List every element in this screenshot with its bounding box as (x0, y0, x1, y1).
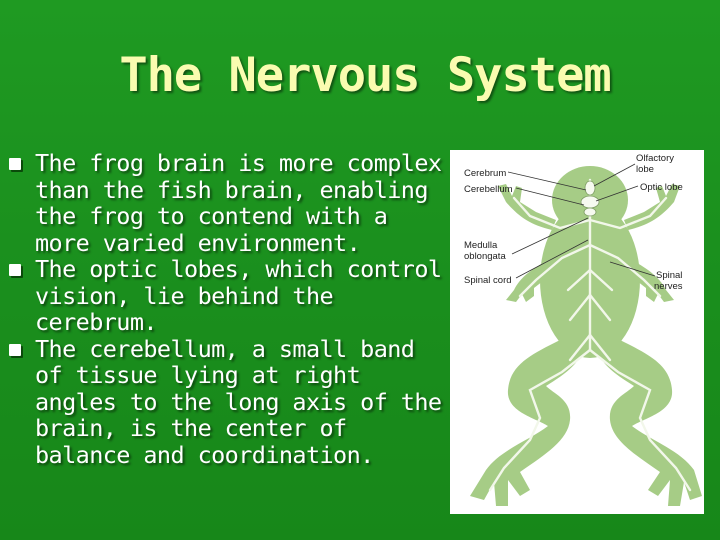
checkbox-bullet-icon (9, 264, 21, 276)
label-spinal-nerves-line2: nerves (654, 281, 683, 292)
bullet-list: The frog brain is more complex than the … (8, 150, 443, 468)
frog-brain (580, 180, 600, 217)
checkbox-bullet-icon (9, 158, 21, 170)
bullet-text: The cerebellum, a small band of tissue l… (35, 334, 442, 469)
frog-body (470, 166, 702, 506)
label-optic-lobe: Optic lobe (640, 182, 683, 193)
label-olfactory-line2: lobe (636, 164, 654, 175)
bullet-text: The optic lobes, which control vision, l… (35, 255, 442, 336)
label-olfactory-line1: Olfactory (636, 153, 674, 164)
bullet-item: The cerebellum, a small band of tissue l… (8, 334, 443, 469)
checkbox-bullet-icon (9, 343, 21, 356)
slide-title: The Nervous System (119, 48, 611, 103)
bullet-text: The frog brain is more complex than the … (35, 149, 442, 257)
label-leader-lines (507, 163, 656, 279)
label-spinal-nerves-line1: Spinal (656, 270, 682, 281)
bullet-item: The optic lobes, which control vision, l… (8, 256, 443, 336)
nerve-network (488, 178, 692, 492)
label-medulla-line1: Medulla (464, 240, 498, 251)
frog-nervous-system-diagram: Cerebrum Cerebellum Medulla oblongata Sp… (450, 150, 704, 514)
label-spinal-cord: Spinal cord (464, 275, 512, 286)
label-cerebellum: Cerebellum (464, 184, 513, 195)
bullet-item: The frog brain is more complex than the … (8, 150, 443, 256)
label-medulla-line2: oblongata (464, 251, 506, 262)
frog-diagram-svg: Cerebrum Cerebellum Medulla oblongata Sp… (464, 153, 702, 506)
label-cerebrum: Cerebrum (464, 168, 506, 179)
